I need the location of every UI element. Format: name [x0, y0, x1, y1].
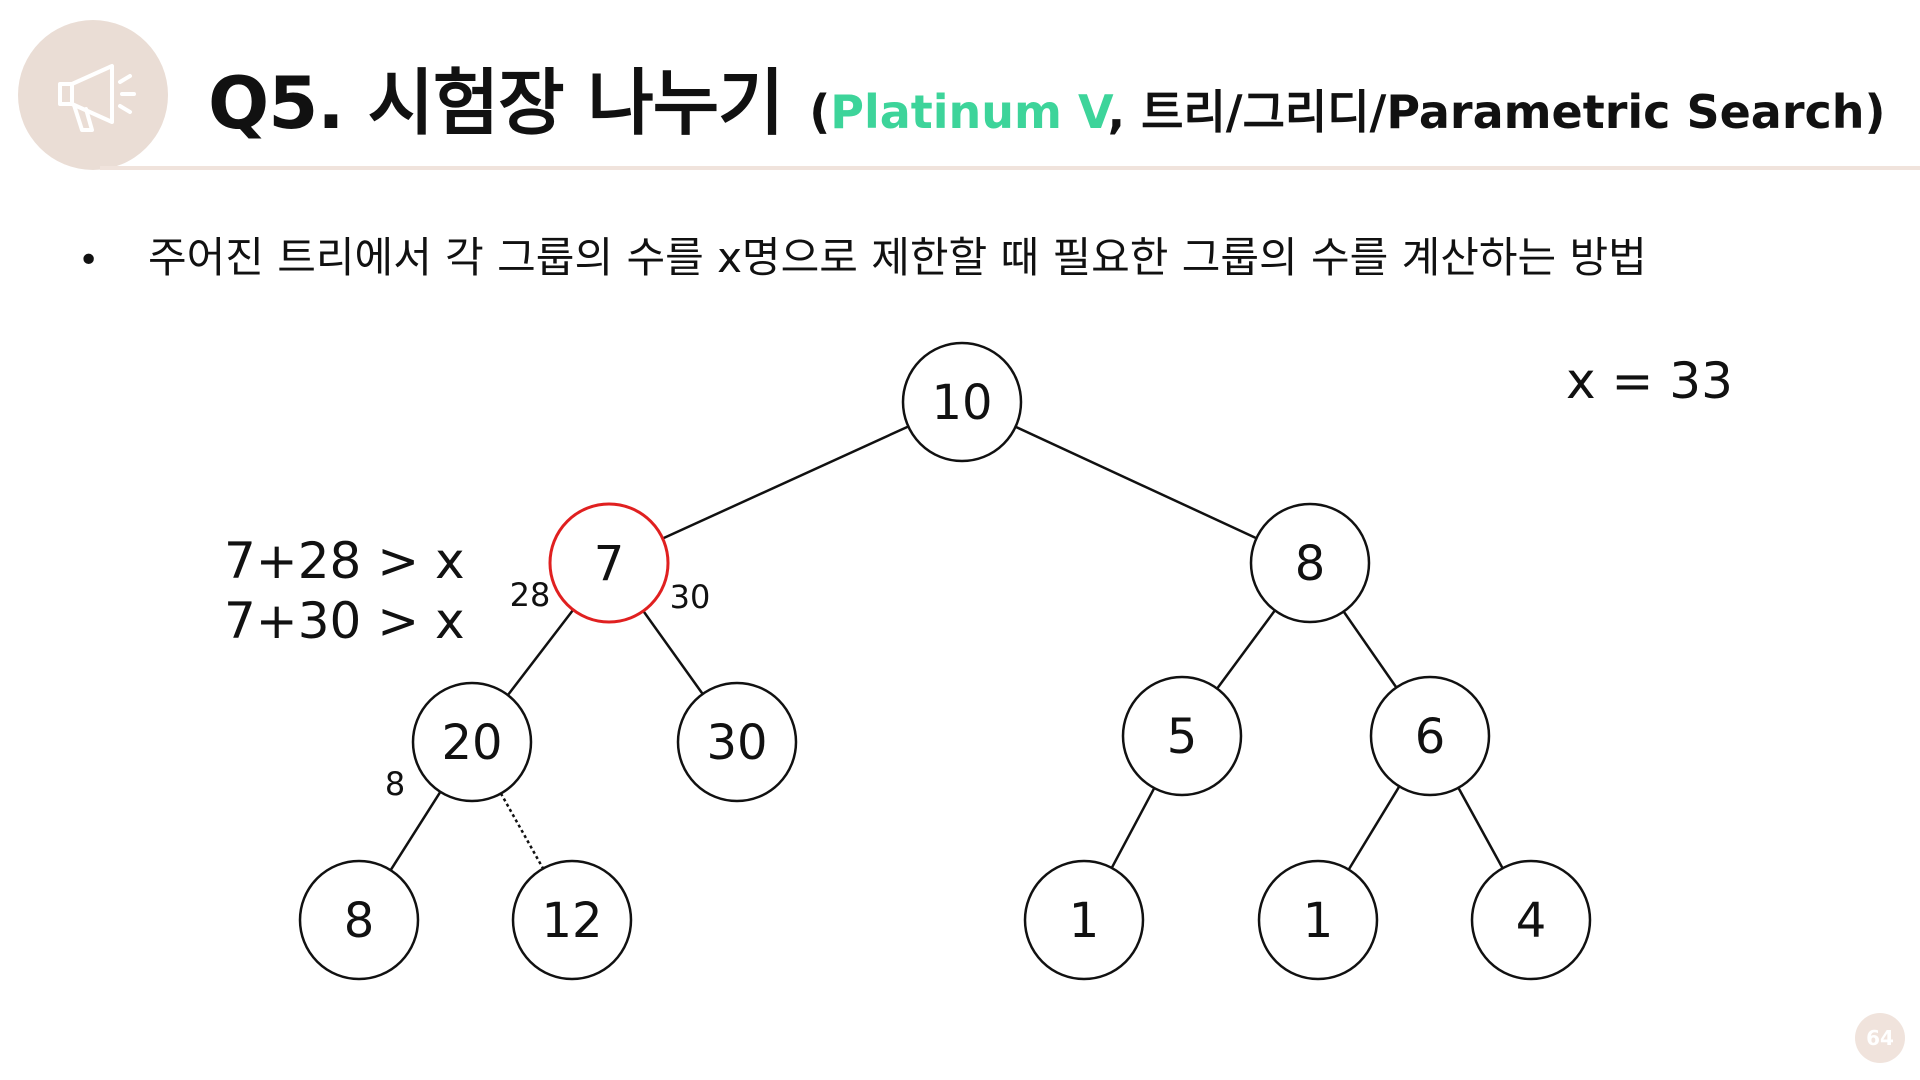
calculation-line: 7+30 > x	[224, 592, 465, 650]
tree-node-n1b: 1	[1257, 859, 1379, 981]
tree-node-n4: 4	[1470, 859, 1592, 981]
node-value: 1	[1069, 893, 1100, 949]
node-circle	[548, 502, 670, 624]
node-circle	[298, 859, 420, 981]
node-value: 10	[931, 375, 992, 431]
bullet-item: • 주어진 트리에서 각 그룹의 수를 x명으로 제한할 때 필요한 그룹의 수를…	[78, 224, 1647, 285]
bullet-marker: •	[78, 240, 100, 281]
title-divider	[100, 166, 1920, 170]
tree-edge-n8a-n5	[1216, 609, 1276, 690]
node-circle	[1257, 859, 1379, 981]
node-circle	[1249, 502, 1371, 624]
node-circle	[676, 681, 798, 803]
node-value: 20	[441, 715, 502, 771]
tree-node-n7: 7	[548, 502, 670, 624]
problem-tags: , 트리/그리디/Parametric Search)	[1107, 85, 1886, 139]
tree-node-n12: 12	[511, 859, 633, 981]
tree-edge-n20-n8b	[389, 791, 442, 871]
edge-weight-label: 30	[670, 578, 711, 616]
megaphone-logo	[18, 20, 168, 170]
problem-meta: (Platinum V, 트리/그리디/Parametric Search)	[809, 85, 1885, 139]
node-value: 4	[1516, 893, 1547, 949]
tree-edge-n20-n12	[499, 792, 545, 870]
bullet-text: 주어진 트리에서 각 그룹의 수를 x명으로 제한할 때 필요한 그룹의 수를 …	[148, 233, 1647, 282]
tree-edge-n7-n20	[506, 609, 575, 696]
paren-open: (	[809, 85, 831, 139]
tree-edge-n8a-n6	[1342, 610, 1398, 689]
tree-edge-n7-n30	[642, 610, 704, 695]
tree-edge-n5-n1a	[1110, 787, 1156, 869]
tree-node-n8a: 8	[1249, 502, 1371, 624]
edge-labels: 28 30 8	[385, 576, 711, 803]
tree-edge-n6-n1b	[1347, 785, 1401, 871]
tree-edge-n10-n8a	[1015, 425, 1257, 540]
node-circle	[1470, 859, 1592, 981]
megaphone-icon	[58, 64, 136, 132]
tree-node-n8b: 8	[298, 859, 420, 981]
tree-nodes: 10 7 8 20 30 5 6 8 12 1 1 4	[298, 341, 1592, 981]
node-value: 6	[1415, 709, 1446, 765]
node-circle	[1023, 859, 1145, 981]
node-value: 30	[706, 715, 767, 771]
tree-node-n20: 20	[411, 681, 533, 803]
tree-node-n5: 5	[1121, 675, 1243, 797]
tree-node-n1a: 1	[1023, 859, 1145, 981]
edge-weight-label: 8	[385, 765, 405, 803]
tree-node-n6: 6	[1369, 675, 1491, 797]
x-value-label: x = 33	[1566, 352, 1733, 410]
tree-node-n30: 30	[676, 681, 798, 803]
node-value: 8	[344, 893, 375, 949]
page-title: Q5. 시험장 나누기	[208, 61, 784, 145]
node-circle	[1369, 675, 1491, 797]
page-number: 64	[1855, 1013, 1905, 1063]
edge-weight-label: 28	[510, 576, 551, 614]
node-circle	[511, 859, 633, 981]
node-value: 8	[1295, 536, 1326, 592]
tree-edges	[389, 425, 1504, 871]
node-value: 5	[1167, 709, 1198, 765]
calculation-line: 7+28 > x	[224, 532, 465, 590]
node-circle	[1121, 675, 1243, 797]
tree-node-n10: 10	[901, 341, 1023, 463]
node-circle	[411, 681, 533, 803]
node-value: 7	[594, 536, 625, 592]
node-value: 12	[541, 893, 602, 949]
node-value: 1	[1303, 893, 1334, 949]
tree-edge-n10-n7	[662, 425, 909, 540]
tree-edge-n6-n4	[1457, 787, 1504, 869]
difficulty-level: Platinum V	[830, 85, 1108, 139]
node-circle	[901, 341, 1023, 463]
title-row: Q5. 시험장 나누기 (Platinum V, 트리/그리디/Parametri…	[208, 44, 1886, 149]
